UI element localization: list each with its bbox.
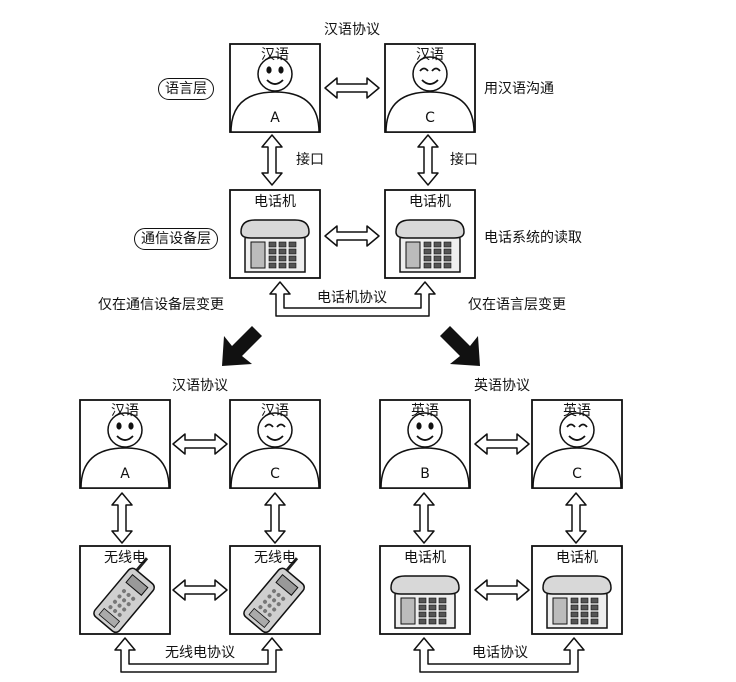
br-device-protocol-label: 电话协议 — [472, 645, 528, 661]
top-left-id: A — [270, 110, 280, 126]
bl-left-language: 汉语 — [111, 403, 139, 419]
device-protocol-arrow-icon — [172, 579, 228, 601]
note-language: 用汉语沟通 — [484, 81, 554, 97]
top-protocol-label: 汉语协议 — [324, 22, 380, 38]
interface-arrow-icon — [264, 492, 286, 544]
language-protocol-arrow-icon — [172, 433, 228, 455]
br-right-device: 电话机 — [556, 550, 598, 566]
bl-right-id: C — [270, 466, 280, 482]
top-right-language: 汉语 — [416, 47, 444, 63]
language-protocol-arrow-icon — [474, 433, 530, 455]
bl-right-device: 无线电 — [254, 550, 296, 566]
black-arrow-down-right-icon — [440, 326, 480, 366]
br-right-id: C — [572, 466, 582, 482]
interface-arrow-icon — [261, 134, 283, 186]
u-arrow-radio-protocol-icon — [114, 637, 283, 673]
top-right-id: C — [425, 110, 435, 126]
note-device: 电话系统的读取 — [484, 230, 582, 246]
layer-language-label: 语言层 — [158, 78, 214, 100]
br-left-device: 电话机 — [404, 550, 446, 566]
change-right-label: 仅在语言层变更 — [468, 297, 566, 313]
device-protocol-arrow-icon — [324, 225, 380, 247]
bl-protocol-label: 汉语协议 — [172, 378, 228, 394]
layer-device-label: 通信设备层 — [134, 228, 218, 250]
language-protocol-arrow-icon — [324, 77, 380, 99]
top-left-language: 汉语 — [261, 47, 289, 63]
u-arrow-phone-protocol-icon — [413, 637, 585, 673]
telephone-icon — [390, 575, 460, 629]
telephone-icon — [240, 219, 310, 273]
bl-right-language: 汉语 — [261, 403, 289, 419]
u-arrow-device-protocol-icon — [269, 281, 436, 317]
telephone-icon — [395, 219, 465, 273]
interface-arrow-icon — [565, 492, 587, 544]
telephone-icon — [542, 575, 612, 629]
bl-left-device: 无线电 — [104, 550, 146, 566]
interface-arrow-icon — [111, 492, 133, 544]
black-arrow-down-left-icon — [222, 326, 262, 366]
change-left-label: 仅在通信设备层变更 — [98, 297, 224, 313]
bl-left-id: A — [120, 466, 130, 482]
interface-arrow-icon — [417, 134, 439, 186]
top-right-device: 电话机 — [409, 194, 451, 210]
device-protocol-arrow-icon — [474, 579, 530, 601]
br-left-language: 英语 — [411, 403, 439, 419]
br-protocol-label: 英语协议 — [474, 378, 530, 394]
interface-left-label: 接口 — [296, 152, 324, 168]
top-left-device: 电话机 — [254, 194, 296, 210]
bl-device-protocol-label: 无线电协议 — [165, 645, 235, 661]
br-right-language: 英语 — [563, 403, 591, 419]
device-protocol-label: 电话机协议 — [317, 290, 387, 306]
interface-arrow-icon — [413, 492, 435, 544]
br-left-id: B — [420, 466, 430, 482]
interface-right-label: 接口 — [450, 152, 478, 168]
